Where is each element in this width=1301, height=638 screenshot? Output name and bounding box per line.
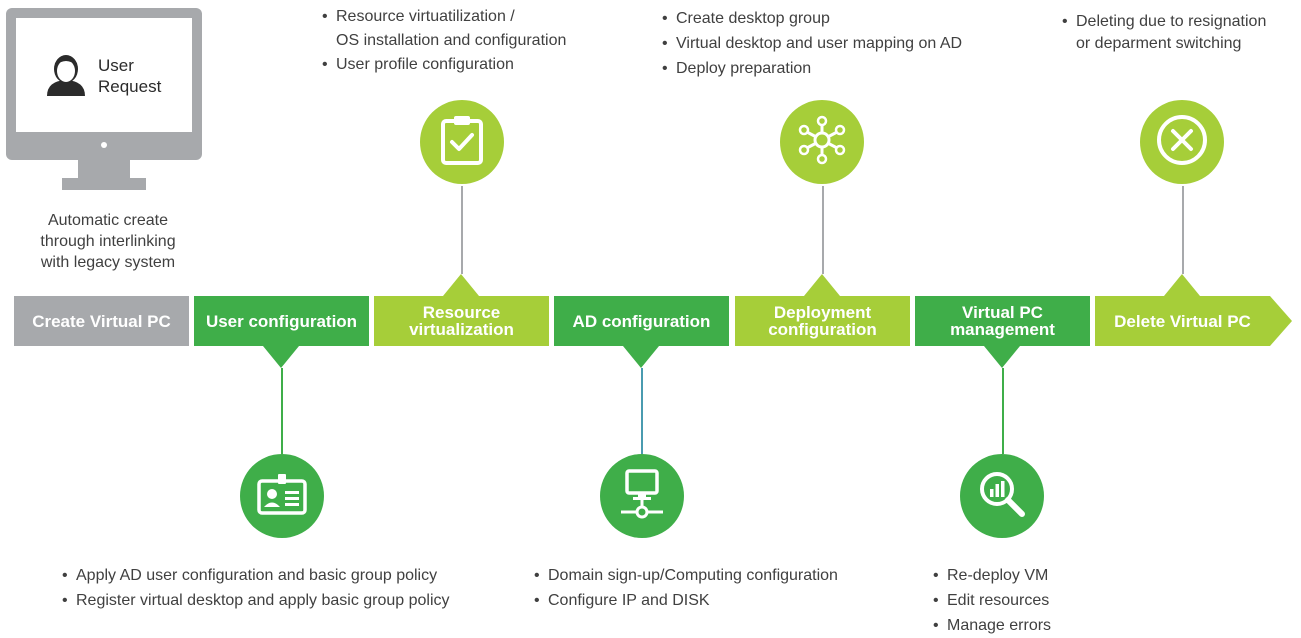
deployment-notes: •Create desktop group •Virtual desktop a… — [662, 6, 962, 81]
connector-line — [281, 368, 283, 454]
note-row: •Manage errors — [933, 617, 1052, 634]
ad-config-notes: •Domain sign-up/Computing configuration … — [534, 563, 838, 613]
user-request-line-1: User — [98, 56, 134, 75]
note-text: or deparment switching — [1076, 35, 1242, 52]
note-row: •Deploy preparation — [662, 60, 812, 77]
stage-delete-virtual-pc: Delete Virtual PC — [1095, 296, 1270, 346]
stage-create-virtual-pc: Create Virtual PC — [14, 296, 189, 346]
note-row: •Configure IP and DISK — [534, 592, 710, 609]
stage-label-line: management — [950, 320, 1055, 339]
pointer-up-deployment — [804, 274, 840, 296]
connector-line — [641, 368, 643, 454]
monitor-base — [62, 178, 146, 190]
network-hub-icon — [797, 115, 847, 170]
stage-label: Delete Virtual PC — [1114, 311, 1251, 331]
user-config-icon-circle — [240, 454, 324, 538]
stage-label: Create Virtual PC — [32, 311, 171, 331]
resource-notes: •Resource virtuatilization / OS installa… — [322, 5, 566, 77]
note-text: Resource virtuatilization / — [336, 8, 515, 25]
delete-icon-circle — [1140, 100, 1224, 184]
pointer-down-ad — [623, 346, 659, 368]
management-icon-circle — [960, 454, 1044, 538]
note-text: Deleting due to resignation — [1076, 13, 1267, 30]
stage-resource-virtualization: Resource virtualization — [374, 296, 549, 346]
user-request-line-2: Request — [98, 77, 162, 96]
note-row: •Virtual desktop and user mapping on AD — [662, 35, 963, 52]
note-row: •Domain sign-up/Computing configuration — [534, 567, 838, 584]
clipboard-check-icon — [440, 115, 484, 170]
monitor-screen — [16, 18, 192, 132]
user-request-label: User Request — [98, 55, 161, 97]
monitor-power-dot — [101, 142, 107, 148]
caption: Automatic create through interlinking wi… — [8, 210, 208, 273]
stage-label: Virtual PC management — [950, 304, 1055, 338]
stage-label: Deployment configuration — [768, 304, 877, 338]
note-text: User profile configuration — [336, 56, 514, 73]
note-row: •Re-deploy VM — [933, 567, 1049, 584]
connector-line — [1182, 186, 1184, 274]
delete-notes: •Deleting due to resignation or deparmen… — [1062, 11, 1266, 55]
stage-label-line: Virtual PC — [962, 303, 1043, 322]
connector-line — [461, 186, 463, 274]
computer-network-icon — [618, 468, 666, 525]
monitor-stand — [78, 160, 130, 178]
note-text: Register virtual desktop and apply basic… — [76, 592, 450, 609]
stage-label-line: virtualization — [409, 320, 514, 339]
note-text: Manage errors — [947, 617, 1052, 634]
stage-label: AD configuration — [572, 311, 711, 331]
stage-label-line: Deployment — [773, 303, 872, 322]
note-row: or deparment switching — [1062, 33, 1266, 55]
pointer-up-delete — [1164, 274, 1200, 296]
note-row: •Edit resources — [933, 592, 1050, 609]
ad-config-icon-circle — [600, 454, 684, 538]
stage-virtual-pc-management: Virtual PC management — [915, 296, 1090, 346]
note-text: Deploy preparation — [676, 60, 812, 77]
stage-label-line: configuration — [768, 320, 877, 339]
user-icon — [44, 54, 88, 96]
caption-line-1: Automatic create — [47, 212, 169, 229]
note-row: •Apply AD user configuration and basic g… — [62, 567, 438, 584]
pointer-down-management — [984, 346, 1020, 368]
close-circle-icon — [1155, 113, 1209, 172]
note-text: Domain sign-up/Computing configuration — [548, 567, 838, 584]
caption-line-2: through interlinking — [40, 233, 176, 250]
stage-label-line: Resource — [422, 303, 501, 322]
id-card-icon — [256, 472, 308, 521]
stage-ad-configuration: AD configuration — [554, 296, 729, 346]
pointer-up-resource — [443, 274, 479, 296]
note-row: •Create desktop group — [662, 10, 830, 27]
caption-line-3: with legacy system — [40, 254, 176, 271]
note-text: Virtual desktop and user mapping on AD — [676, 35, 963, 52]
search-chart-icon — [976, 468, 1028, 525]
note-row: •User profile configuration — [322, 56, 514, 73]
note-text: Create desktop group — [676, 10, 830, 27]
deployment-icon-circle — [780, 100, 864, 184]
management-notes: •Re-deploy VM •Edit resources •Manage er… — [933, 563, 1051, 638]
note-row: •Resource virtuatilization / — [322, 8, 515, 25]
note-row: OS installation and configuration — [322, 29, 566, 53]
pointer-down-user — [263, 346, 299, 368]
note-text: OS installation and configuration — [336, 32, 567, 49]
stage-deployment-configuration: Deployment configuration — [735, 296, 910, 346]
stage-user-configuration: User configuration — [194, 296, 369, 346]
note-text: Apply AD user configuration and basic gr… — [76, 567, 438, 584]
stage-label: Resource virtualization — [409, 304, 514, 338]
stage-label: User configuration — [205, 311, 358, 331]
note-row: •Register virtual desktop and apply basi… — [62, 592, 450, 609]
connector-line — [822, 186, 824, 274]
connector-line — [1002, 368, 1004, 454]
note-text: Re-deploy VM — [947, 567, 1049, 584]
user-config-notes: •Apply AD user configuration and basic g… — [62, 563, 450, 613]
note-row: •Deleting due to resignation — [1062, 13, 1267, 30]
note-text: Configure IP and DISK — [548, 592, 710, 609]
resource-icon-circle — [420, 100, 504, 184]
arrow-tip — [1270, 296, 1292, 346]
note-text: Edit resources — [947, 592, 1050, 609]
